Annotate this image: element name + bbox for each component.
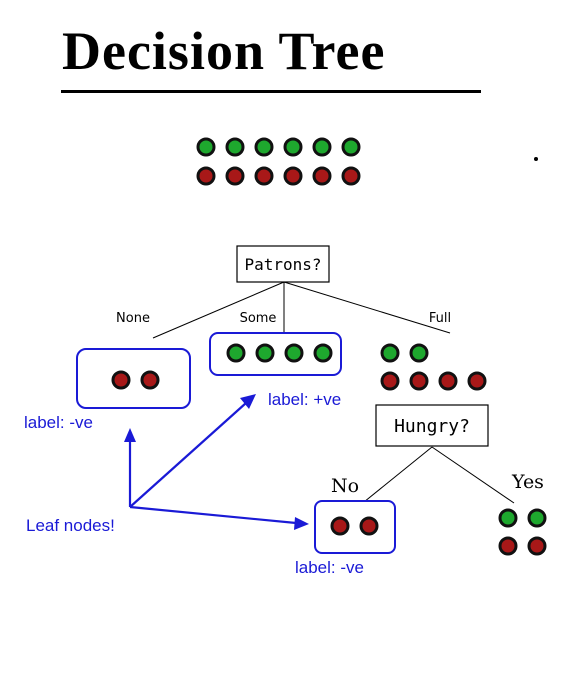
hungry-node-label: Hungry?	[394, 416, 470, 437]
root-examples	[196, 137, 361, 186]
leaf-label-none: label: -ve	[24, 413, 93, 432]
negative-example	[341, 166, 361, 186]
branch-label-full: Full	[429, 311, 451, 326]
positive-example	[380, 343, 400, 363]
negative-example	[409, 371, 429, 391]
arrowhead-up	[124, 428, 136, 442]
leaf-box-some	[209, 332, 342, 376]
positive-example	[527, 508, 547, 528]
branch-label-none: None	[116, 311, 150, 326]
arrowhead-right	[294, 517, 309, 530]
edge-full	[283, 281, 451, 334]
arrowhead-diagonal	[240, 394, 256, 409]
full-examples	[380, 343, 487, 391]
negative-example	[330, 516, 350, 536]
positive-example	[409, 343, 429, 363]
positive-example	[312, 137, 332, 157]
positive-example	[255, 343, 275, 363]
negative-example	[467, 371, 487, 391]
page-title: Decision Tree	[62, 21, 386, 81]
positive-example	[283, 137, 303, 157]
leaf-box-no	[314, 500, 396, 554]
negative-example	[380, 371, 400, 391]
negative-example	[359, 516, 379, 536]
hungry-node-box	[375, 404, 489, 447]
negative-example	[254, 166, 274, 186]
arrow-to-some-leaf	[129, 402, 247, 508]
root-node-box	[236, 245, 330, 283]
negative-example	[438, 371, 458, 391]
positive-example	[196, 137, 216, 157]
positive-example	[284, 343, 304, 363]
negative-example	[312, 166, 332, 186]
edge-none	[152, 281, 285, 339]
negative-example	[140, 370, 160, 390]
edge-yes	[431, 446, 515, 504]
positive-example	[225, 137, 245, 157]
edge-no	[363, 446, 433, 503]
branch-label-no: No	[331, 475, 359, 497]
positive-example	[254, 137, 274, 157]
stray-dot	[534, 157, 538, 161]
title-underline	[61, 90, 481, 93]
leaf-nodes-annotation: Leaf nodes!	[26, 516, 115, 535]
leaf-arrows	[124, 394, 309, 530]
root-node-label: Patrons?	[244, 255, 321, 274]
negative-example	[498, 536, 518, 556]
negative-example	[196, 166, 216, 186]
branch-label-yes: Yes	[511, 471, 544, 493]
leaf-box-none	[76, 348, 191, 409]
branch-label-some: Some	[240, 311, 277, 326]
leaf-label-some: label: +ve	[268, 390, 341, 409]
negative-example	[527, 536, 547, 556]
arrow-to-no-leaf	[129, 505, 297, 525]
leaf-label-no: label: -ve	[295, 558, 364, 577]
yes-examples	[498, 508, 547, 556]
positive-example	[313, 343, 333, 363]
positive-example	[341, 137, 361, 157]
negative-example	[283, 166, 303, 186]
positive-example	[226, 343, 246, 363]
negative-example	[111, 370, 131, 390]
negative-example	[225, 166, 245, 186]
positive-example	[498, 508, 518, 528]
